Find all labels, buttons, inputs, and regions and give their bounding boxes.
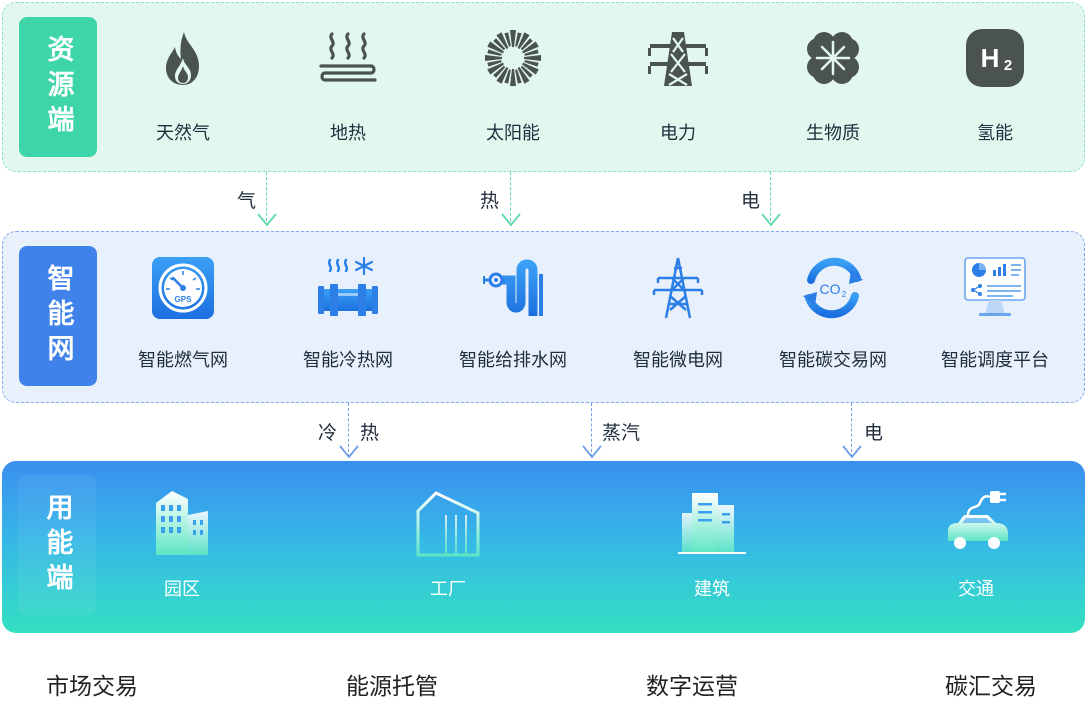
grid-item-gas[interactable]: GPS 智能燃气网 [108,232,258,402]
flow-connector-power [770,172,772,226]
use-item-building[interactable]: 建筑 [637,461,787,631]
resource-item-label: 太阳能 [486,123,540,144]
grid-item-label: 智能冷热网 [303,350,393,371]
use-item-label: 建筑 [694,579,730,600]
smart-grid-panel: 智能网 GPS 智能燃气网 [2,231,1085,403]
grid-item-microgrid[interactable]: 智能微电网 [603,232,753,402]
grid-item-label: 智能微电网 [633,350,723,371]
grid-item-dispatch[interactable]: 智能调度平台 [920,232,1070,402]
geothermal-icon [319,32,377,82]
resource-panel: 资源端 天然气 地热 [2,2,1085,172]
hydrogen-icon: H 2 [966,29,1024,87]
flow-label-electric: 电 [864,422,884,444]
gas-meter-icon: GPS [152,257,214,319]
use-item-label: 工厂 [430,579,466,600]
grid-item-label: 智能燃气网 [138,350,228,371]
use-item-label: 园区 [164,579,200,600]
flow-label-cold: 冷 [318,422,338,444]
bottom-item-energy-hosting[interactable]: 能源托管 [346,674,438,700]
buildings-icon [156,491,208,555]
grid-item-heating[interactable]: 智能冷热网 [273,232,423,402]
resource-title-tag: 资源端 [19,17,97,157]
resource-item-label: 生物质 [806,123,860,144]
flow-connector-steam [591,403,593,457]
clover-icon [807,32,859,84]
grid-item-label: 智能调度平台 [941,350,1049,371]
flame-icon [166,32,199,85]
resource-item-biomass[interactable]: 生物质 [758,3,908,173]
arrow-down-icon [842,445,862,459]
resource-item-geothermal[interactable]: 地热 [273,3,423,173]
resource-title: 资源端 [42,34,74,140]
resource-item-label: 电力 [660,123,696,144]
heating-cooling-pipe-icon [318,256,378,316]
use-item-park[interactable]: 园区 [107,461,257,631]
arrow-down-icon [582,445,602,459]
use-item-label: 交通 [958,579,994,600]
gps-icon-text: GPS [175,295,193,304]
hydrogen-symbol: H [981,43,1000,73]
grid-item-carbon[interactable]: CO 2 智能碳交易网 [758,232,908,402]
electric-car-icon [948,491,1008,549]
resource-item-label: 氢能 [977,123,1013,144]
arrow-down-icon [501,213,521,227]
use-title: 用能端 [41,492,73,598]
transmission-tower-icon [652,257,704,319]
co2-icon-subscript: 2 [842,290,847,299]
resource-item-hydrogen[interactable]: H 2 氢能 [920,3,1070,173]
dashboard-monitor-icon [964,257,1026,316]
use-title-tag: 用能端 [18,475,96,615]
hydrogen-subscript: 2 [1004,57,1012,74]
flow-label-steam: 蒸汽 [602,422,641,444]
grid-item-water[interactable]: 智能给排水网 [438,232,588,402]
arrow-down-icon [339,445,359,459]
grid-title: 智能网 [42,263,74,369]
office-building-icon [678,493,746,554]
grid-item-label: 智能碳交易网 [779,350,887,371]
arrow-down-icon [761,213,781,227]
use-item-transport[interactable]: 交通 [901,461,1051,631]
flow-label-heat: 热 [480,190,500,212]
flow-label-gas: 气 [237,190,257,212]
grid-title-tag: 智能网 [19,246,97,386]
factory-icon [416,491,480,557]
grid-item-label: 智能给排水网 [459,350,567,371]
bottom-item-market-trading[interactable]: 市场交易 [46,674,138,700]
use-item-factory[interactable]: 工厂 [373,461,523,631]
flow-connector-electric [851,403,853,457]
resource-item-natural-gas[interactable]: 天然气 [108,3,258,173]
water-pipe-icon [483,259,543,316]
resource-item-electricity[interactable]: 电力 [603,3,753,173]
power-tower-icon [648,32,708,86]
flow-connector-cold-heat [348,403,350,457]
flow-connector-heat [510,172,512,226]
carbon-cycle-icon: CO 2 [803,257,863,319]
flow-connector-gas [266,172,268,226]
flow-label-hot: 热 [360,422,380,444]
sun-icon [485,30,541,86]
arrow-down-icon [257,213,277,227]
bottom-item-carbon-sink-trading[interactable]: 碳汇交易 [945,674,1037,700]
resource-item-solar[interactable]: 太阳能 [438,3,588,173]
flow-label-power: 电 [741,190,761,212]
resource-item-label: 地热 [330,123,366,144]
energy-use-panel: 用能端 园区 工厂 [2,461,1085,633]
bottom-item-digital-operation[interactable]: 数字运营 [646,674,738,700]
resource-item-label: 天然气 [156,123,210,144]
co2-icon-text: CO [820,281,841,297]
